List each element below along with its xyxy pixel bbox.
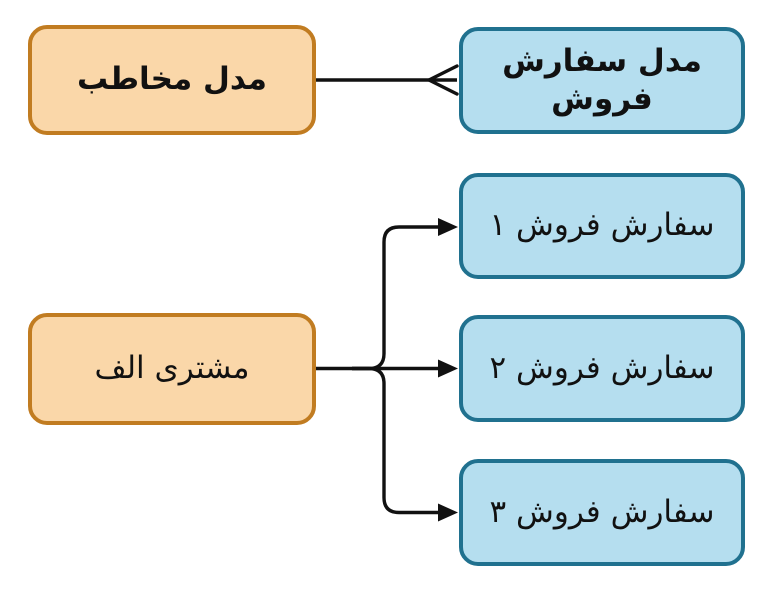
arrowhead-icon [438,218,458,236]
edge-contact-model-to-sales-order-model [316,64,459,96]
crow-foot-many-icon [427,64,459,96]
edge-customer-a-to-order-2 [316,359,458,378]
edge-shaft [352,225,440,371]
node-order-1: سفارش فروش ۱ [459,173,745,279]
node-contact-model-label: مدل مخاطب [77,61,267,98]
node-sales-order-model: مدل سفارش فروش [459,27,745,134]
node-order-2-label: سفارش فروش ۲ [489,349,715,386]
node-order-3-label: سفارش فروش ۳ [489,493,715,530]
node-order-1-label: سفارش فروش ۱ [489,207,715,244]
node-customer-a-label: مشتری الف [94,350,250,387]
node-order-3: سفارش فروش ۳ [459,459,745,566]
node-sales-order-model-label: مدل سفارش فروش [502,43,702,117]
arrowhead-icon [438,359,458,378]
edge-customer-a-to-order-1 [352,218,458,371]
node-customer-a: مشتری الف [28,313,316,425]
arrowhead-icon [438,503,458,522]
node-contact-model: مدل مخاطب [28,25,316,135]
node-order-2: سفارش فروش ۲ [459,315,745,422]
edge-shaft [352,366,440,515]
edge-customer-a-to-order-3 [352,366,458,522]
